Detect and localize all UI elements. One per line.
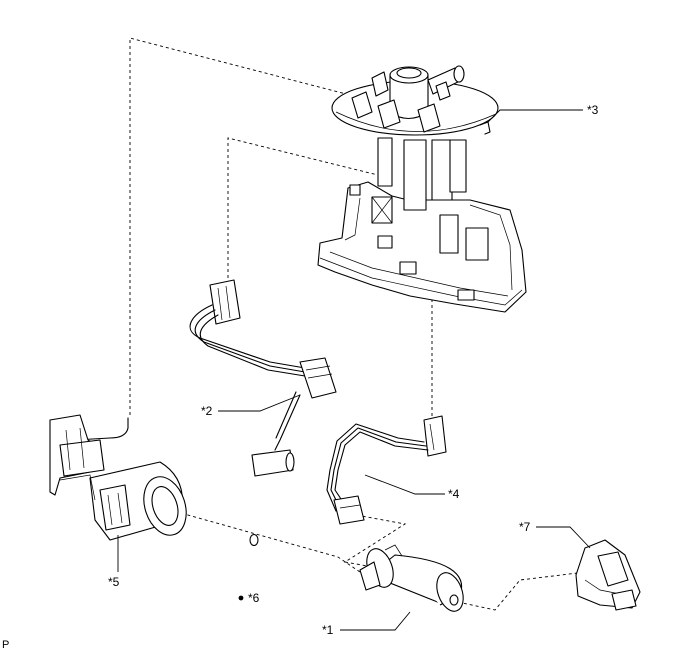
sender-gauge-wire-harness xyxy=(189,279,337,477)
callout-1: *1 xyxy=(322,623,334,637)
assembly-guide-lines xyxy=(129,37,587,611)
callout-6: *6 xyxy=(248,591,260,605)
callout-4: *4 xyxy=(448,487,460,501)
leader-lines xyxy=(117,109,591,631)
callout-7: *7 xyxy=(519,520,531,534)
fuel-pump-retainer xyxy=(575,539,641,611)
o-ring xyxy=(238,533,259,601)
fuel-pump xyxy=(359,544,464,612)
fuel-pump-wire-harness xyxy=(326,415,447,525)
callout-5: *5 xyxy=(108,575,120,589)
fuel-suction-bracket xyxy=(49,414,187,541)
figure-corner-mark: P xyxy=(2,639,10,651)
callout-3: *3 xyxy=(587,103,599,117)
callout-2: *2 xyxy=(201,404,213,418)
fuel-sender-gauge-assembly xyxy=(317,65,527,313)
